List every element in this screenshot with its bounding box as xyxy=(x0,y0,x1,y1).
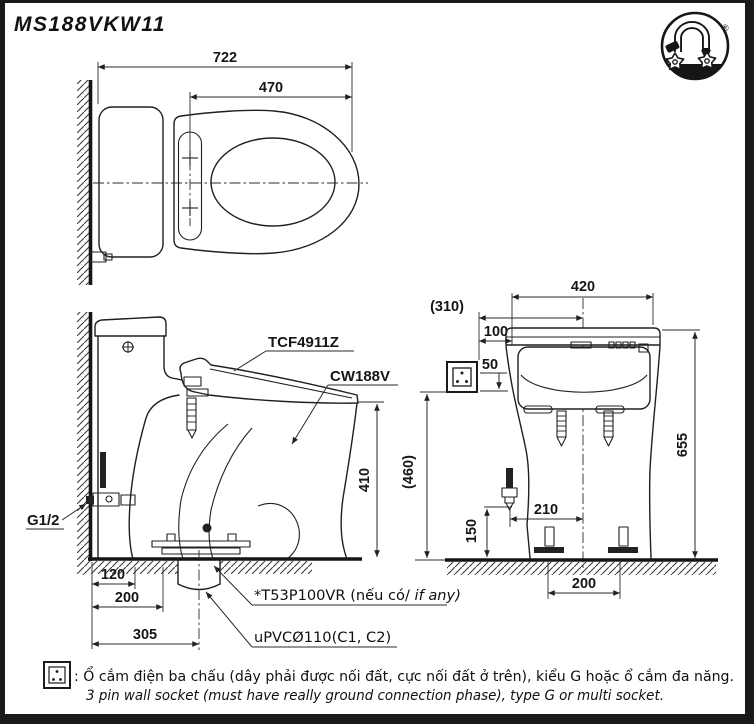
washlet-logo-icon: ® xyxy=(660,11,730,81)
dim-150: 150 xyxy=(464,519,480,543)
toilet-side-profile xyxy=(86,316,359,560)
note-drain: *T53P100VR (nếu có/ if any) xyxy=(254,587,461,604)
dim-310: (310) xyxy=(430,299,464,315)
toilet-front-profile xyxy=(501,327,661,559)
dim-470: 470 xyxy=(259,80,283,96)
footnote: : Ổ cắm điện ba chấu (dây phải được nối … xyxy=(43,661,734,704)
dim-722: 722 xyxy=(213,50,237,66)
tank-top xyxy=(98,106,164,258)
dim-410: 410 xyxy=(357,468,373,492)
drain-pipe xyxy=(177,550,221,650)
dim-200-front: 200 xyxy=(572,576,596,592)
note-pipe: uPVCØ110(C1, C2) xyxy=(254,629,391,646)
dim-100: 100 xyxy=(484,324,508,340)
dim-210: 210 xyxy=(534,502,558,518)
control-buttons xyxy=(570,341,649,353)
power-socket-icon xyxy=(446,361,478,393)
dim-655: 655 xyxy=(675,433,691,457)
dim-120: 120 xyxy=(101,567,125,583)
wall-hatch-side xyxy=(77,312,90,575)
bowl-opening xyxy=(210,137,336,227)
registered-mark: ® xyxy=(722,23,729,33)
front-view: 420 (310) 100 50 (460) 655 150 210 200 xyxy=(401,279,718,599)
dim-420: 420 xyxy=(571,279,595,295)
tank-screw-mark xyxy=(122,341,134,353)
wall-hatch xyxy=(77,80,90,285)
fixing-bolt xyxy=(501,468,518,511)
label-inlet: G1/2 xyxy=(27,512,60,529)
hinge-bolt-marks xyxy=(182,151,198,216)
floor-anchors xyxy=(534,526,638,553)
washlet-front xyxy=(517,346,651,410)
footnote-english: 3 pin wall socket (must have really grou… xyxy=(86,687,664,704)
bowl-front-contour xyxy=(340,402,358,560)
seat-lid-top xyxy=(173,109,360,255)
model-title: MS188VKW11 xyxy=(14,13,166,36)
trap-dome xyxy=(257,502,300,560)
footnote-vietnamese: : Ổ cắm điện ba chấu (dây phải được nối … xyxy=(74,666,734,685)
seat-bolts xyxy=(556,410,614,447)
dim-305: 305 xyxy=(133,627,157,643)
supply-valve xyxy=(86,452,136,507)
top-view: 722 470 xyxy=(77,50,368,285)
label-bowl-model: CW188V xyxy=(330,368,390,385)
dim-200-side: 200 xyxy=(115,590,139,606)
power-socket-legend-icon xyxy=(43,661,71,689)
dim-50: 50 xyxy=(482,357,498,373)
inlet-fitting-top xyxy=(89,251,113,263)
side-view: TCF4911Z CW188V G1/2 410 120 200 305 *T5… xyxy=(26,312,461,650)
label-seat-model: TCF4911Z xyxy=(268,334,339,351)
nozzle xyxy=(186,397,197,439)
dim-460: (460) xyxy=(401,455,417,489)
